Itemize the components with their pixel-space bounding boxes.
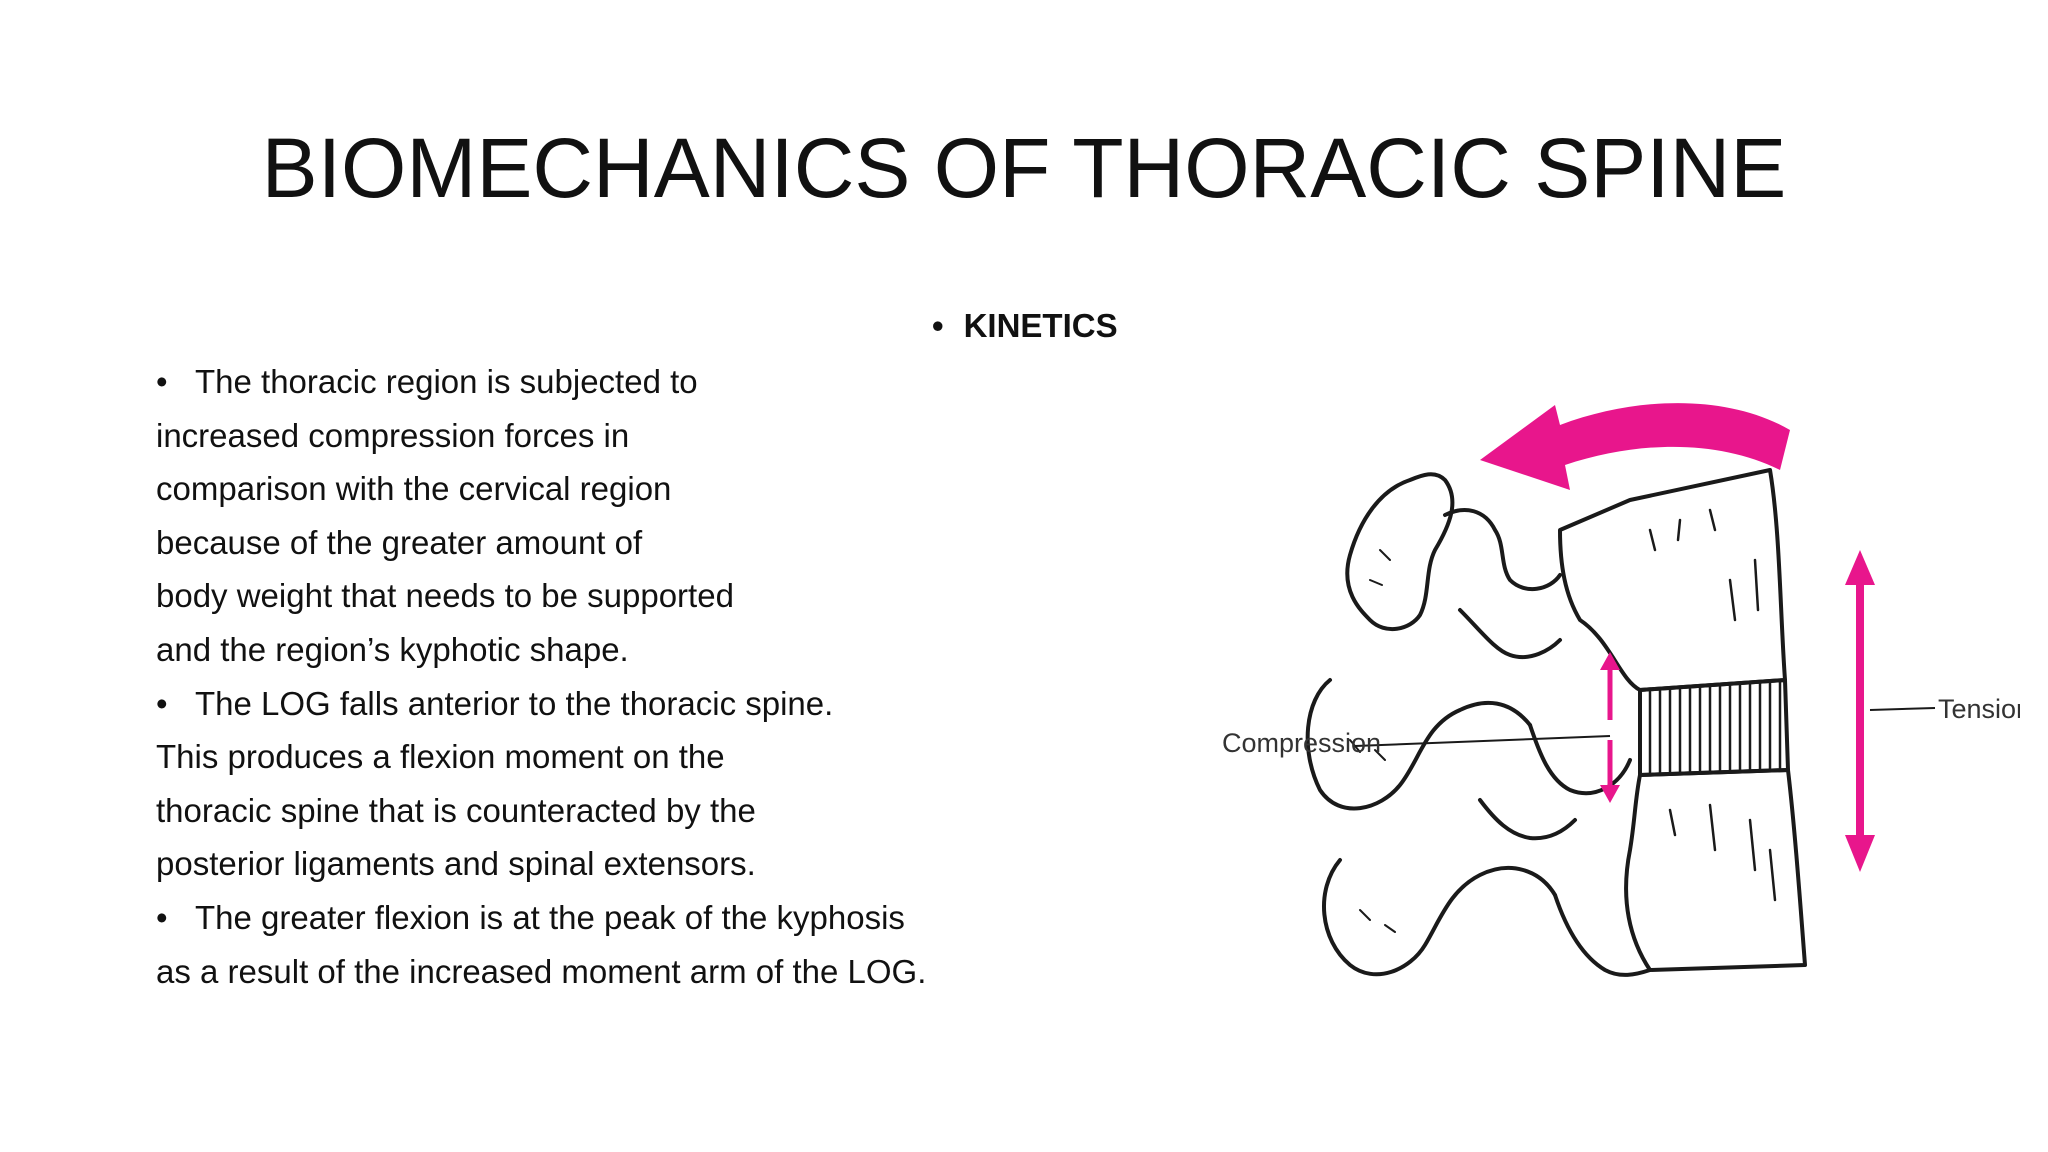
- body-line: posterior ligaments and spinal extensors…: [156, 837, 1016, 891]
- body-line-text: thoracic spine that is counteracted by t…: [156, 791, 756, 829]
- vertebra-posterior-upper: [1345, 472, 1455, 632]
- intervertebral-disc: [1638, 678, 1790, 777]
- flexion-arrow-icon: [1480, 403, 1790, 490]
- tension-leader-line: [1869, 707, 1936, 711]
- body-line: increased compression forces in: [156, 409, 1016, 463]
- body-line: • The greater flexion is at the peak of t…: [156, 891, 1016, 945]
- subheading-label: KINETICS: [963, 307, 1118, 344]
- vertebra-posterior-middle: [1305, 678, 1532, 811]
- spine-illustration: Compression Tension: [1210, 380, 2020, 1020]
- body-line: • The LOG falls anterior to the thoracic …: [156, 677, 1016, 731]
- spine-diagram-svg: Compression Tension: [1222, 403, 2020, 977]
- body-line: This produces a flexion moment on the: [156, 730, 1016, 784]
- compression-label: Compression: [1222, 728, 1381, 758]
- body-line-text: This produces a flexion moment on the: [156, 738, 725, 776]
- vertebra-process-upper: [1443, 508, 1562, 592]
- body-line-text: posterior ligaments and spinal extensors…: [156, 845, 756, 883]
- vertebral-body-lower: [1624, 768, 1807, 972]
- body-line-text: increased compression forces in: [156, 416, 630, 454]
- body-text: • The thoracic region is subjected to inc…: [156, 355, 1016, 998]
- vertebra-posterior-lower: [1322, 858, 1557, 977]
- body-line-text: The thoracic region is subjected to: [195, 363, 698, 400]
- body-line: body weight that needs to be supported: [156, 569, 1016, 623]
- body-line-text: comparison with the cervical region: [156, 470, 672, 508]
- body-line-text: because of the greater amount of: [156, 523, 643, 561]
- body-line: because of the greater amount of: [156, 516, 1016, 570]
- body-line-text: body weight that needs to be supported: [156, 577, 734, 615]
- vertebral-body-upper: [1558, 468, 1787, 692]
- body-line-text: The LOG falls anterior to the thoracic s…: [195, 684, 834, 722]
- body-line: as a result of the increased moment arm …: [156, 945, 1016, 999]
- body-line-text: and the region’s kyphotic shape.: [156, 630, 629, 668]
- compression-leader-line: [1354, 735, 1611, 747]
- slide-title: BIOMECHANICS OF THORACIC SPINE: [261, 121, 1787, 215]
- tension-label: Tension: [1938, 694, 2020, 724]
- body-line: • The thoracic region is subjected to: [156, 355, 1016, 409]
- body-line: comparison with the cervical region: [156, 462, 1016, 516]
- tension-arrows-icon: [1845, 550, 1875, 872]
- bullet-icon: •: [156, 684, 168, 722]
- bullet-icon: •: [156, 363, 168, 400]
- body-line-text: The greater flexion is at the peak of th…: [195, 898, 905, 936]
- subheading-kinetics: • KINETICS: [932, 306, 1118, 346]
- body-line: thoracic spine that is counteracted by t…: [156, 784, 1016, 838]
- body-line-text: as a result of the increased moment arm …: [156, 952, 927, 990]
- disc-striations: [1648, 679, 1782, 776]
- bullet-icon: •: [156, 898, 168, 936]
- body-line: and the region’s kyphotic shape.: [156, 623, 1016, 677]
- bullet-icon: •: [932, 307, 944, 344]
- compression-arrows-icon: [1600, 652, 1620, 803]
